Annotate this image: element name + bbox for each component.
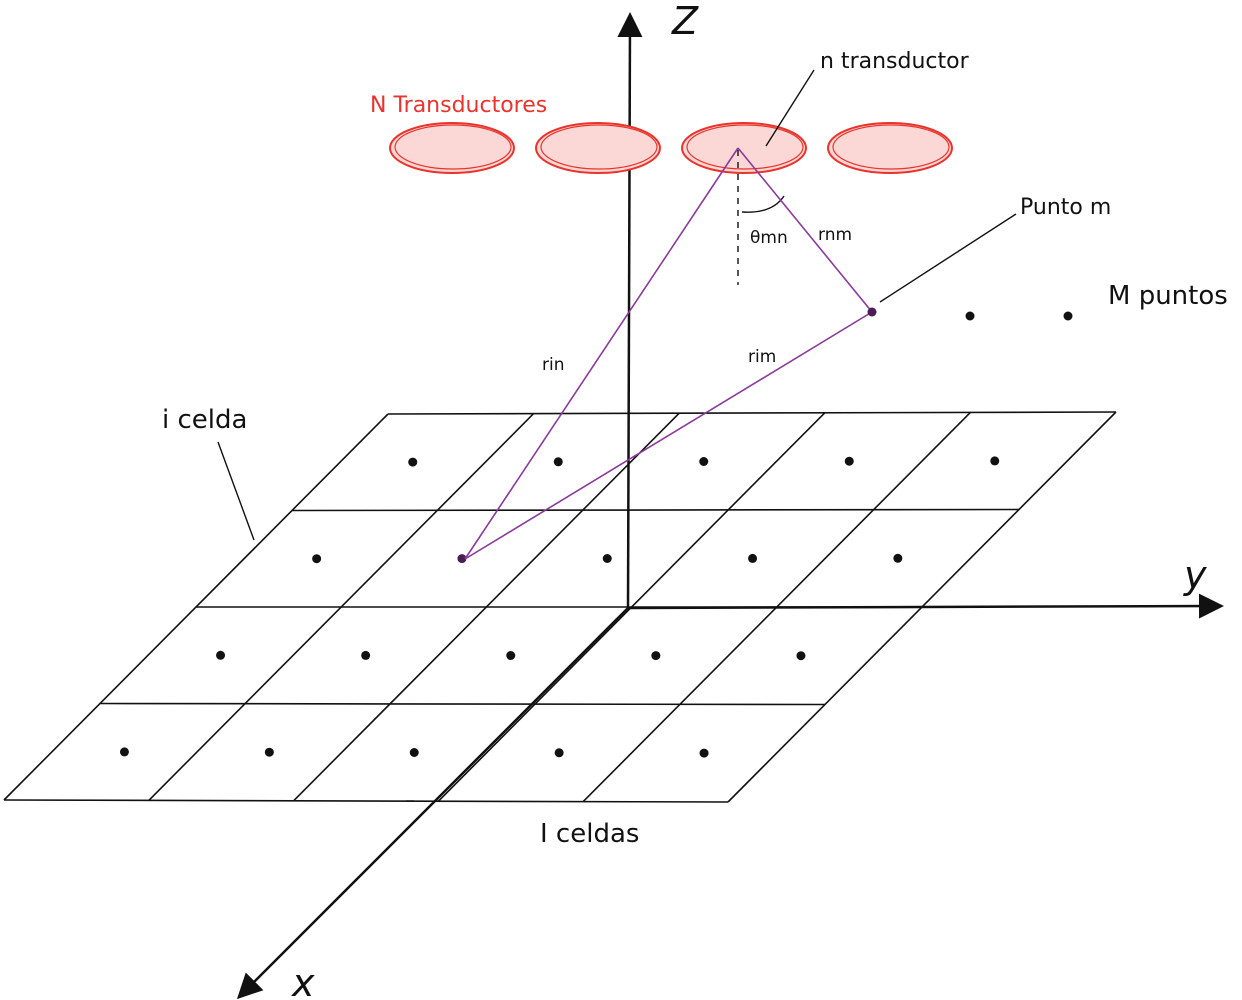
cell-dot — [409, 748, 419, 757]
transducer — [681, 122, 807, 174]
point-m-label: Punto m — [1020, 195, 1111, 220]
cell-dot — [651, 651, 661, 661]
grid-row-line — [387, 411, 1117, 415]
theta-label: θmn — [750, 228, 788, 248]
cell-dot — [119, 747, 129, 757]
ray-r-nm — [737, 147, 873, 313]
cell-dot — [264, 747, 274, 757]
grid-row-line — [291, 508, 1020, 512]
cell-dot — [699, 457, 709, 466]
grid-row-line — [3, 799, 729, 803]
cell-dot — [748, 553, 758, 563]
axes — [236, 12, 1224, 1000]
i-cell-label: i celda — [162, 405, 247, 435]
cell-dot — [553, 457, 563, 467]
transducer-outline — [832, 124, 950, 170]
grid-column-line — [3, 413, 389, 801]
grid-column-line — [148, 413, 535, 801]
cell-dot — [844, 456, 854, 466]
cell-dot — [699, 748, 709, 758]
transducer-outline — [394, 124, 512, 170]
x-axis-label: x — [291, 961, 315, 1000]
transducer-row — [389, 122, 953, 174]
x-axis — [236, 607, 629, 1000]
grid-row-line — [99, 702, 826, 706]
cell-dot — [796, 651, 806, 661]
transducers-label: N Transductores — [370, 93, 547, 118]
cell-dot — [602, 554, 612, 563]
transducer-outline — [540, 124, 658, 170]
r-im-label: rim — [748, 347, 776, 367]
grid-column-line — [293, 412, 680, 802]
cell-dot — [408, 457, 418, 467]
i-cell-leader — [217, 441, 255, 541]
cell-dot — [990, 456, 1000, 466]
cell-dot — [312, 554, 322, 564]
z-axis-label: Z — [671, 0, 699, 43]
r-in-label: rin — [542, 355, 565, 375]
m-points — [965, 311, 1073, 321]
transducer — [535, 122, 661, 174]
y-axis — [627, 593, 1224, 619]
n-transducer-leader — [765, 69, 815, 147]
z-axis — [617, 12, 643, 609]
cell-dot — [506, 651, 516, 660]
cell-dots — [119, 456, 1000, 758]
rays — [464, 147, 873, 560]
m-points-label: M puntos — [1108, 281, 1228, 311]
point-m-leader — [879, 213, 1017, 303]
cell-dot — [361, 650, 371, 660]
n-transducer-label: n transductor — [820, 49, 970, 74]
point-m — [867, 307, 877, 317]
transducer-outline — [686, 124, 804, 170]
m-point — [965, 311, 975, 321]
theta-arc — [741, 195, 785, 213]
r-nm-label: rnm — [818, 225, 852, 245]
cell-dot — [893, 553, 903, 563]
cell-dot — [216, 650, 226, 660]
ray-r-im — [464, 311, 873, 560]
ray-r-in — [464, 147, 739, 560]
y-axis-label: y — [1183, 553, 1207, 597]
cell-dot — [554, 748, 564, 758]
I-cells-label: I celdas — [540, 819, 639, 849]
cell-dot-i — [457, 554, 467, 564]
m-point — [1063, 311, 1073, 321]
transducer — [827, 122, 953, 174]
transducer — [389, 122, 515, 174]
